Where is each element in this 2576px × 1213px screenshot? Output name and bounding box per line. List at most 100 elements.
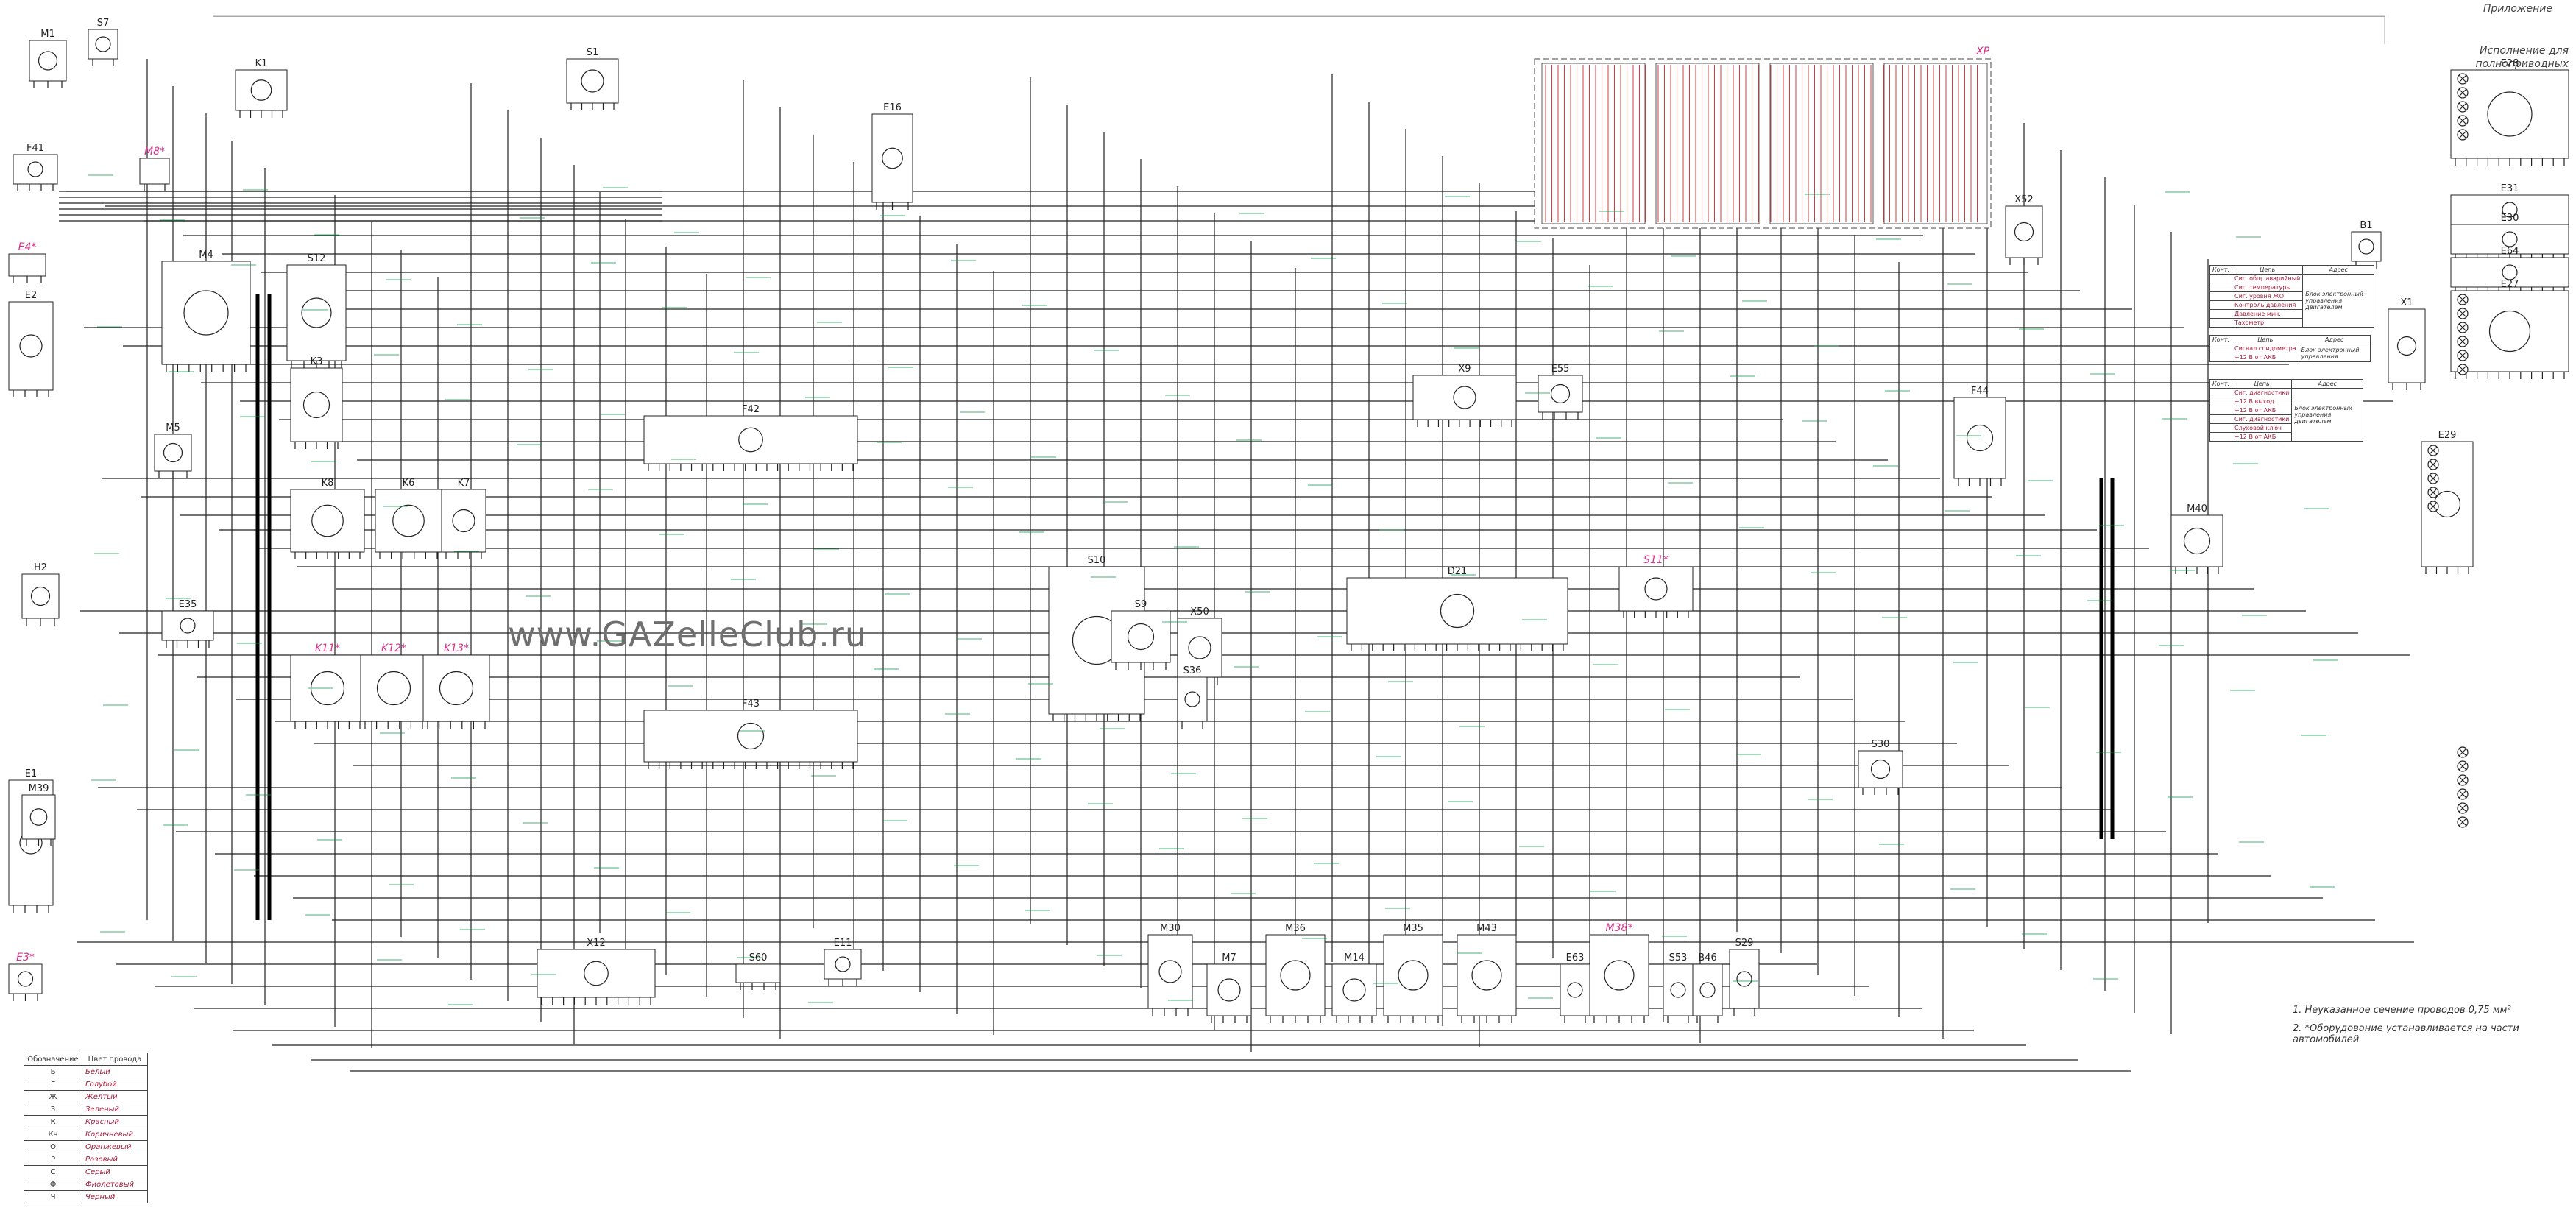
component-block [2450, 290, 2569, 379]
component-block [360, 654, 428, 729]
component-body [286, 264, 347, 361]
component-block [537, 949, 656, 1005]
component-label: E31 [2501, 183, 2519, 194]
component-label: M38* [1606, 922, 1633, 934]
component-label: S7 [97, 18, 110, 29]
component-block [735, 963, 781, 990]
component-body [2170, 514, 2223, 567]
addr-h-addr: Адрес [2302, 265, 2375, 275]
component-block [2450, 69, 2569, 166]
component-label: K8 [322, 478, 334, 489]
component-label: E2 [25, 290, 38, 301]
addr-h-cont: Конт. [2209, 335, 2233, 344]
addr-address: Блок электронный управления двигателем [2302, 274, 2375, 328]
component-body [1111, 610, 1171, 663]
component-label: K11* [315, 643, 340, 654]
component-body [1457, 934, 1517, 1016]
component-label: M30 [1160, 923, 1181, 934]
addr-row: Давление мин. [2232, 309, 2304, 319]
component-body [290, 489, 365, 553]
component-body [2450, 290, 2569, 372]
component-label: E29 [2438, 430, 2457, 441]
component-block [2005, 205, 2043, 265]
component-block [1953, 397, 2006, 486]
component-label: H2 [34, 562, 47, 573]
component-symbol [180, 618, 196, 634]
legend-color-name: Белый [82, 1065, 148, 1078]
component-label: X50 [1190, 606, 1209, 618]
component-block [2351, 231, 2382, 269]
xp-group [1883, 63, 1988, 224]
component-symbol [1217, 978, 1241, 1002]
component-body [29, 40, 67, 82]
watermark: www.GAZelleClub.ru [508, 615, 867, 654]
variant-label-line1: Исполнение для полноприводных [2475, 45, 2569, 70]
component-block [441, 489, 486, 559]
component-symbol [1870, 759, 1891, 779]
addr-address: Блок электронный управления двигателем [2291, 388, 2364, 442]
component-block [8, 301, 54, 397]
component-label: E30 [2501, 213, 2519, 224]
component-label: B46 [1698, 952, 1716, 963]
addr-address: Блок электронный управления [2298, 344, 2371, 362]
legend-code: Б [24, 1065, 82, 1078]
component-block [1206, 963, 1252, 1023]
addr-row: Сиг. температуры [2232, 283, 2304, 292]
component-body [1147, 934, 1193, 1009]
component-label: K3 [311, 356, 323, 367]
component-block [1692, 963, 1723, 1023]
component-label: S10 [1088, 555, 1106, 566]
addr-row: +12 В выход [2232, 397, 2293, 406]
addr-h-circuit: Цепь [2232, 265, 2304, 275]
component-block [13, 154, 58, 191]
component-block [375, 489, 442, 559]
legend-color-name: Желтый [82, 1090, 148, 1103]
addr-h-addr: Адрес [2298, 335, 2371, 344]
component-symbol [737, 722, 765, 750]
component-label: E3* [16, 952, 35, 963]
component-symbol [183, 290, 229, 336]
component-symbol [1670, 982, 1686, 998]
component-body [1383, 934, 1443, 1016]
lamp-cross [2429, 474, 2438, 483]
component-symbol [2502, 231, 2518, 247]
component-symbol [882, 147, 903, 169]
legend-header-color: Цвет провода [82, 1053, 148, 1066]
component-label: E4* [18, 241, 37, 253]
addr-row: Тахометр [2232, 318, 2304, 328]
component-body [2005, 205, 2043, 258]
component-body [1858, 750, 1903, 788]
component-label: M39 [29, 783, 49, 794]
addr-row: +12 В от АКБ [2232, 353, 2299, 362]
component-symbol [835, 956, 851, 972]
bus-bars [255, 294, 2115, 920]
component-body [2450, 69, 2569, 159]
lamp-cross [2458, 88, 2467, 97]
component-body [1265, 934, 1326, 1016]
component-label: K1 [255, 58, 268, 69]
component-symbol [2487, 91, 2533, 137]
component-label: D21 [1448, 566, 1468, 577]
component-body [139, 158, 170, 185]
addr-row: Сиг. уровня ЖО [2232, 291, 2304, 301]
component-body [88, 29, 118, 60]
component-label: S11* [1643, 554, 1669, 566]
lamp-cross [2429, 488, 2438, 497]
component-body [2351, 231, 2382, 262]
component-label: X1 [2400, 297, 2413, 308]
component-symbol [581, 69, 604, 93]
component-body [290, 367, 343, 442]
component-symbol [392, 504, 425, 537]
component-body [154, 434, 192, 472]
component-body [824, 949, 862, 980]
legend-color-name: Красный [82, 1115, 148, 1128]
legend-code: Р [24, 1153, 82, 1166]
legend-color-name: Голубой [82, 1078, 148, 1091]
component-symbol [2488, 310, 2531, 353]
component-block [1457, 934, 1517, 1023]
